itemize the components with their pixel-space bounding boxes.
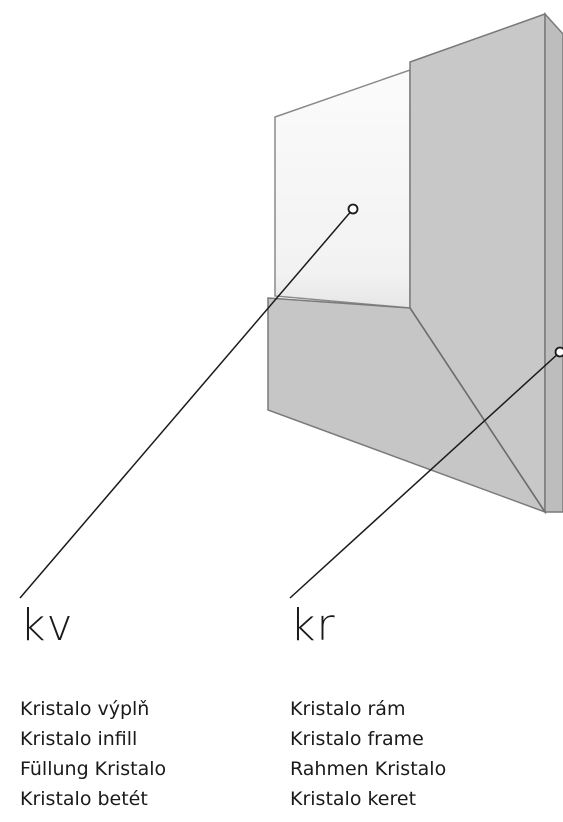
infill-name-list: Kristalo výplň Kristalo infill Füllung K…: [20, 694, 166, 814]
infill-code-label: kv: [20, 600, 74, 651]
infill-name-hu: Kristalo betét: [20, 788, 148, 810]
frame-name-hu: Kristalo keret: [290, 788, 417, 810]
frame-side-edge: [544, 12, 563, 513]
leader-line-infill: [19, 208, 354, 599]
frame-code-label: kr: [290, 600, 336, 651]
infill-name-de: Füllung Kristalo: [20, 758, 167, 780]
frame-mitre-line: [409, 307, 546, 513]
frame-name-de: Rahmen Kristalo: [290, 758, 447, 780]
leader-line-frame: [289, 351, 561, 599]
infill-panel: [274, 68, 411, 309]
infill-name-en: Kristalo infill: [20, 728, 138, 750]
frame-bottom-part: [267, 297, 547, 514]
frame-name-cs: Kristalo rám: [290, 698, 406, 720]
leader-dot-frame: [554, 346, 563, 358]
frame-name-en: Kristalo frame: [290, 728, 424, 750]
leader-dot-infill: [347, 203, 359, 215]
frame-name-list: Kristalo rám Kristalo frame Rahmen Krist…: [290, 694, 446, 814]
infill-name-cs: Kristalo výplň: [20, 698, 150, 720]
